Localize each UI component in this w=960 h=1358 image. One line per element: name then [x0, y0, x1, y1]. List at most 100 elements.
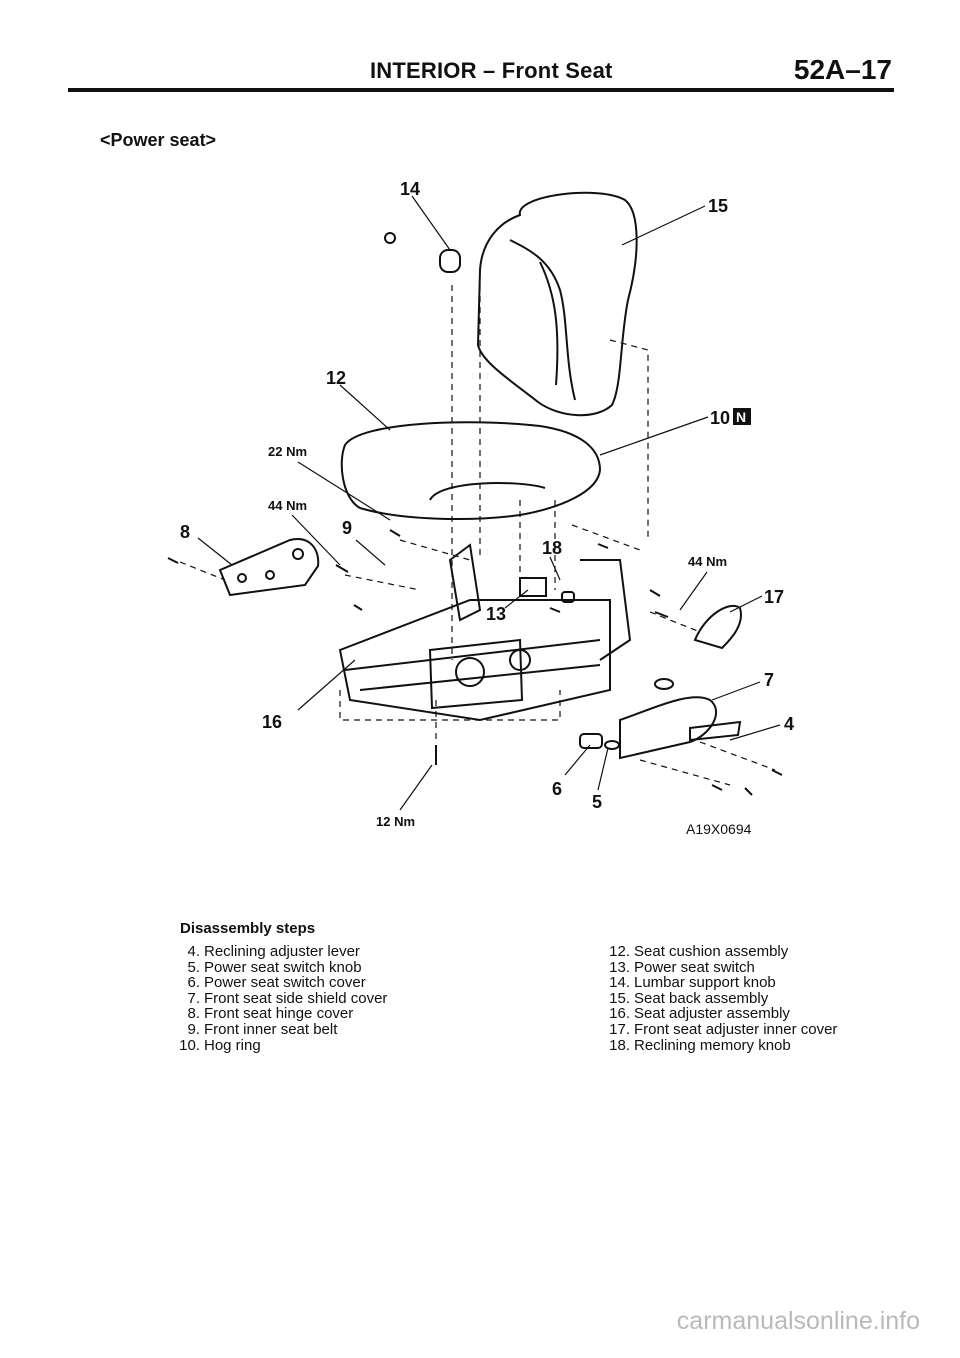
- step-text: Seat back assembly: [634, 989, 769, 1007]
- callout-10-badge-box: [733, 408, 751, 425]
- step-text: Seat cushion assembly: [634, 943, 789, 960]
- list-item: 5.Power seat switch knob: [170, 958, 387, 976]
- callout-13: 13: [486, 604, 506, 624]
- list-item: 17.Front seat adjuster inner cover: [600, 1022, 837, 1038]
- step-text: Front seat side shield cover: [204, 989, 388, 1007]
- adjuster-rail: [344, 639, 601, 671]
- callout-7: 7: [764, 670, 774, 690]
- list-item: 6.Power seat switch cover: [170, 975, 387, 991]
- side-shield-cover: [619, 696, 717, 760]
- list-item: 18.Reclining memory knob: [600, 1036, 837, 1054]
- step-number: 8.: [187, 1005, 200, 1023]
- clip: [654, 678, 674, 690]
- disassembly-title: Disassembly steps: [180, 920, 316, 937]
- screw: [384, 232, 396, 244]
- list-item: 14.Lumbar support knob: [600, 975, 837, 991]
- list-item: 13.Power seat switch: [600, 958, 837, 976]
- bolt: [654, 611, 669, 618]
- hinge-hole: [265, 570, 275, 580]
- torque-44-nm-right: 44 Nm: [688, 554, 727, 569]
- step-text: Reclining adjuster lever: [204, 943, 360, 960]
- callout-6: 6: [552, 779, 562, 799]
- disassembly-list-left: 4.Reclining adjuster lever 5.Power seat …: [170, 944, 387, 1053]
- section-subtitle: <Power seat>: [100, 130, 217, 150]
- memory-knob: [561, 591, 575, 603]
- motor-gear: [455, 657, 485, 687]
- figure-code: A19X0694: [686, 821, 752, 837]
- cushion-front-bolster: [429, 482, 546, 501]
- adjuster-rail: [359, 664, 601, 691]
- list-item: 4.Reclining adjuster lever: [170, 944, 387, 960]
- step-text: Seat adjuster assembly: [634, 1005, 790, 1023]
- list-item: 16.Seat adjuster assembly: [600, 1006, 837, 1022]
- callout-12: 12: [326, 368, 346, 388]
- switch-cover: [579, 733, 603, 749]
- list-item: 12.Seat cushion assembly: [600, 944, 837, 960]
- hinge-hole: [292, 548, 304, 560]
- step-text: Power seat switch cover: [204, 974, 366, 992]
- bolt: [744, 787, 753, 796]
- callout-15: 15: [708, 196, 728, 216]
- step-number: 13.: [609, 958, 630, 976]
- step-number: 15.: [609, 989, 630, 1007]
- bolt: [711, 784, 723, 791]
- step-text: Front seat hinge cover: [204, 1005, 354, 1023]
- step-text: Power seat switch: [634, 958, 755, 976]
- step-number: 4.: [187, 943, 200, 960]
- torque-44-nm-left: 44 Nm: [268, 498, 307, 513]
- list-item: 15.Seat back assembly: [600, 989, 837, 1007]
- callout-10: 10: [710, 408, 730, 428]
- bolt: [389, 529, 401, 537]
- step-number: 6.: [187, 974, 200, 992]
- step-number: 16.: [609, 1005, 630, 1023]
- motor-gear: [509, 649, 531, 671]
- adjuster-motor: [428, 638, 524, 710]
- bolt: [597, 543, 609, 549]
- step-number: 10.: [179, 1036, 200, 1054]
- inner-cover: [693, 604, 742, 650]
- seat-back-outline: [476, 191, 638, 417]
- step-text: Power seat switch knob: [204, 958, 362, 976]
- power-seat-switch: [519, 577, 547, 597]
- step-number: 5.: [187, 958, 200, 976]
- callout-10-badge: N: [736, 409, 746, 425]
- bolt: [353, 604, 363, 611]
- bolt: [549, 607, 561, 613]
- callout-9: 9: [342, 518, 352, 538]
- list-item: 9.Front inner seat belt: [170, 1022, 387, 1038]
- callout-14: 14: [400, 179, 420, 199]
- header-title: INTERIOR – Front Seat: [370, 58, 613, 83]
- step-text: Front inner seat belt: [204, 1020, 338, 1038]
- step-number: 7.: [187, 989, 200, 1007]
- step-number: 12.: [609, 943, 630, 960]
- torque-12-nm: 12 Nm: [376, 814, 415, 829]
- callout-18: 18: [542, 538, 562, 558]
- bolt: [649, 589, 661, 597]
- bolt: [771, 769, 783, 776]
- callout-4: 4: [784, 714, 794, 734]
- step-text: Reclining memory knob: [634, 1036, 791, 1054]
- callout-5: 5: [592, 792, 602, 812]
- bolt: [335, 564, 349, 573]
- step-text: Lumbar support knob: [634, 974, 776, 992]
- step-number: 18.: [609, 1036, 630, 1054]
- step-number: 14.: [609, 974, 630, 992]
- list-item: 8.Front seat hinge cover: [170, 1006, 387, 1022]
- list-item: 10.Hog ring: [170, 1036, 387, 1054]
- hinge-hole: [237, 573, 247, 583]
- lumbar-knob: [439, 249, 461, 273]
- callout-8: 8: [180, 522, 190, 542]
- torque-22-nm: 22 Nm: [268, 444, 307, 459]
- page-number: 52A–17: [793, 54, 892, 85]
- step-text: Hog ring: [204, 1036, 261, 1054]
- reclining-lever: [689, 720, 742, 742]
- seat-cushion-outline: [340, 421, 602, 521]
- side-bracket: [448, 543, 482, 622]
- seat-back-inner: [509, 239, 576, 401]
- seat-back-seam: [539, 261, 559, 386]
- callout-17: 17: [764, 587, 784, 607]
- step-text: Front seat adjuster inner cover: [634, 1020, 838, 1038]
- header-rule: [68, 88, 894, 92]
- disassembly-list-right: 12.Seat cushion assembly 13.Power seat s…: [600, 944, 837, 1053]
